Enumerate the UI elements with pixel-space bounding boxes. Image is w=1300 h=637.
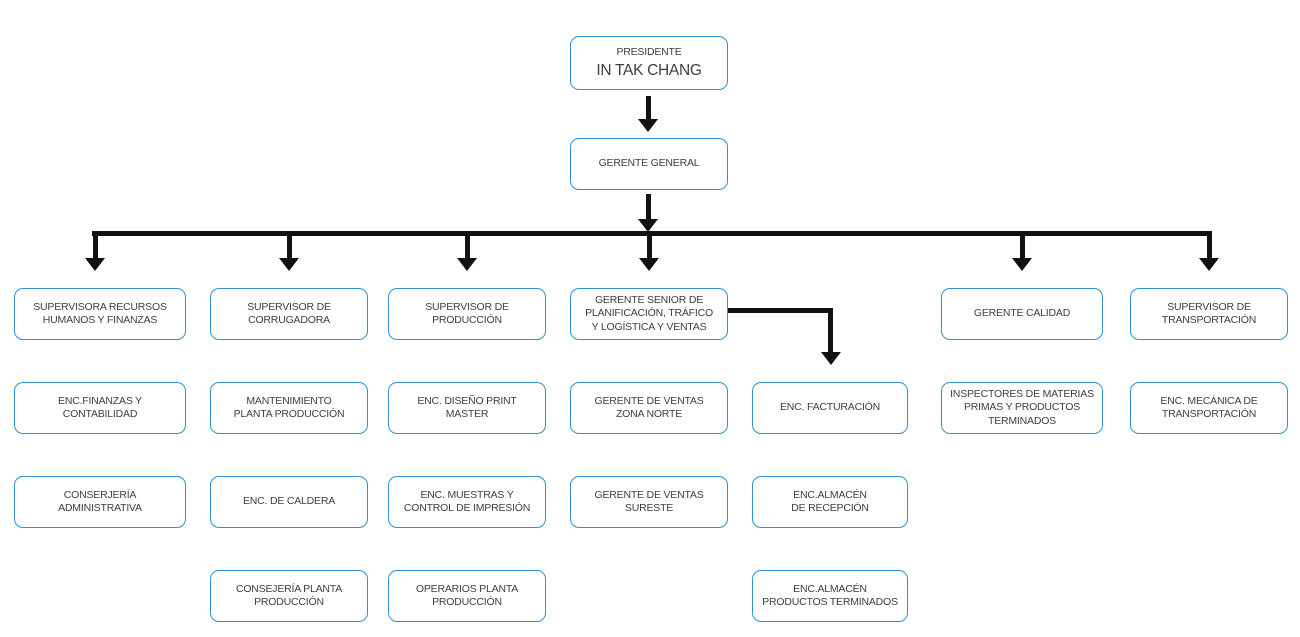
- org-node-gerente-calidad: GERENTE CALIDAD: [934, 281, 1103, 340]
- arrowhead-bar: [638, 219, 658, 232]
- trunk-bar: [92, 231, 1212, 236]
- node-label: MANTENIMIENTO PLANTA PRODUCCIÓN: [233, 394, 345, 420]
- org-node-supervisor-corrugadora: SUPERVISOR DE CORRUGADORA: [203, 281, 368, 340]
- org-node-enc-diseno: ENC. DISEÑO PRINT MASTER: [381, 375, 546, 434]
- arrowhead-gg: [638, 119, 658, 132]
- org-node-enc-mecanica: ENC. MECÁNICA DE TRANSPORTACIÓN: [1123, 375, 1288, 434]
- org-node-enc-facturacion: ENC. FACTURACIÓN: [745, 375, 908, 434]
- node-label: SUPERVISOR DE CORRUGADORA: [247, 300, 331, 326]
- arrowhead-col4: [639, 258, 659, 271]
- node-label: ENC. MUESTRAS Y CONTROL DE IMPRESIÓN: [403, 488, 531, 514]
- node-label: GERENTE CALIDAD: [973, 307, 1071, 320]
- node-label: SUPERVISORA RECURSOS HUMANOS Y FINANZAS: [33, 300, 167, 326]
- org-node-gerente-general: GERENTE GENERAL: [563, 131, 728, 190]
- node-label: ENC. MECÁNICA DE TRANSPORTACIÓN: [1160, 394, 1258, 420]
- arrowhead-col7: [1199, 258, 1219, 271]
- node-name: IN TAK CHANG: [596, 61, 702, 79]
- node-title: PRESIDENTE: [616, 45, 682, 58]
- drop-col4: [646, 231, 652, 258]
- org-node-enc-finanzas: ENC.FINANZAS Y CONTABILIDAD: [7, 375, 186, 434]
- drop-col1: [92, 231, 98, 258]
- elbow-senior-v: [828, 308, 833, 352]
- arrowhead-col3: [457, 258, 477, 271]
- org-node-enc-terminados: ENC.ALMACÉN PRODUCTOS TERMINADOS: [745, 563, 908, 622]
- org-node-supervisor-transportacion: SUPERVISOR DE TRANSPORTACIÓN: [1123, 281, 1288, 340]
- node-label: SUPERVISOR DE TRANSPORTACIÓN: [1161, 300, 1257, 326]
- connector-presidente-gg: [645, 96, 651, 120]
- node-label: ENC.ALMACÉN PRODUCTOS TERMINADOS: [762, 582, 898, 608]
- drop-col2: [286, 231, 292, 258]
- arrowhead-col2: [279, 258, 299, 271]
- node-label: CONSEJERÍA PLANTA PRODUCCIÓN: [235, 582, 343, 608]
- connector-gg-bar: [645, 194, 651, 220]
- node-label: ENC.FINANZAS Y CONTABILIDAD: [58, 394, 142, 420]
- node-label: ENC. FACTURACIÓN: [779, 401, 881, 414]
- org-node-mantenimiento: MANTENIMIENTO PLANTA PRODUCCIÓN: [203, 375, 368, 434]
- org-node-ventas-norte: GERENTE DE VENTAS ZONA NORTE: [563, 375, 728, 434]
- org-node-gerente-senior: GERENTE SENIOR DE PLANIFICACIÓN, TRÁFICO…: [563, 281, 728, 340]
- org-node-supervisor-produccion: SUPERVISOR DE PRODUCCIÓN: [381, 281, 546, 340]
- org-node-ventas-sureste: GERENTE DE VENTAS SURESTE: [563, 469, 728, 528]
- org-node-supervisora-recursos: SUPERVISORA RECURSOS HUMANOS Y FINANZAS: [7, 281, 186, 340]
- drop-col6: [1019, 231, 1025, 258]
- org-node-consejeria-planta: CONSEJERÍA PLANTA PRODUCCIÓN: [203, 563, 368, 622]
- node-label: ENC.ALMACÉN DE RECEPCIÓN: [791, 488, 869, 514]
- org-node-enc-muestras: ENC. MUESTRAS Y CONTROL DE IMPRESIÓN: [381, 469, 546, 528]
- elbow-senior-h: [728, 308, 833, 313]
- node-label: GERENTE GENERAL: [598, 157, 700, 170]
- node-label: ENC. DE CALDERA: [242, 495, 336, 508]
- node-label: GERENTE DE VENTAS SURESTE: [594, 488, 704, 514]
- org-node-operarios: OPERARIOS PLANTA PRODUCCIÓN: [381, 563, 546, 622]
- arrowhead-facturacion: [820, 352, 841, 365]
- drop-col3: [464, 231, 470, 258]
- drop-col7: [1206, 231, 1212, 258]
- node-label: OPERARIOS PLANTA PRODUCCIÓN: [415, 582, 519, 608]
- node-label: CONSERJERÍA ADMINISTRATIVA: [58, 488, 142, 514]
- org-node-enc-recepcion: ENC.ALMACÉN DE RECEPCIÓN: [745, 469, 908, 528]
- arrowhead-col1: [85, 258, 105, 271]
- node-label: INSPECTORES DE MATERIAS PRIMAS Y PRODUCT…: [950, 388, 1094, 427]
- org-node-presidente: PRESIDENTE IN TAK CHANG: [563, 29, 728, 90]
- node-label: GERENTE DE VENTAS ZONA NORTE: [594, 394, 704, 420]
- org-node-enc-caldera: ENC. DE CALDERA: [203, 469, 368, 528]
- node-label: ENC. DISEÑO PRINT MASTER: [417, 394, 517, 420]
- org-node-inspectores: INSPECTORES DE MATERIAS PRIMAS Y PRODUCT…: [934, 375, 1103, 434]
- org-node-conserjeria-administrativa: CONSERJERÍA ADMINISTRATIVA: [7, 469, 186, 528]
- node-label: SUPERVISOR DE PRODUCCIÓN: [425, 300, 509, 326]
- arrowhead-col6: [1012, 258, 1032, 271]
- node-label: GERENTE SENIOR DE PLANIFICACIÓN, TRÁFICO…: [585, 294, 713, 333]
